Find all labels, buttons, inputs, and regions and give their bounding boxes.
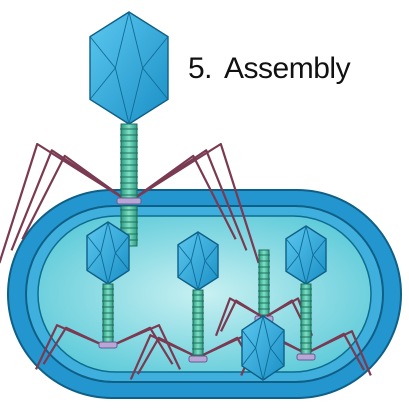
phage-baseplate bbox=[99, 342, 117, 348]
bacterial-cell bbox=[8, 190, 401, 398]
phage-head-component bbox=[242, 316, 284, 380]
phage-capsid bbox=[286, 226, 326, 284]
step-title: Assembly bbox=[224, 52, 350, 86]
phage-capsid bbox=[178, 232, 218, 290]
phage-tail bbox=[259, 250, 269, 316]
phage-capsid bbox=[87, 222, 129, 284]
step-number: 5. bbox=[188, 52, 212, 86]
phage-tail bbox=[193, 290, 203, 356]
phage-baseplate bbox=[189, 356, 207, 362]
step-label: 5. Assembly bbox=[188, 52, 350, 86]
phage-baseplate bbox=[117, 198, 141, 204]
phage-baseplate bbox=[297, 354, 315, 360]
phage-capsid bbox=[242, 316, 284, 380]
phage-capsid bbox=[90, 12, 168, 124]
